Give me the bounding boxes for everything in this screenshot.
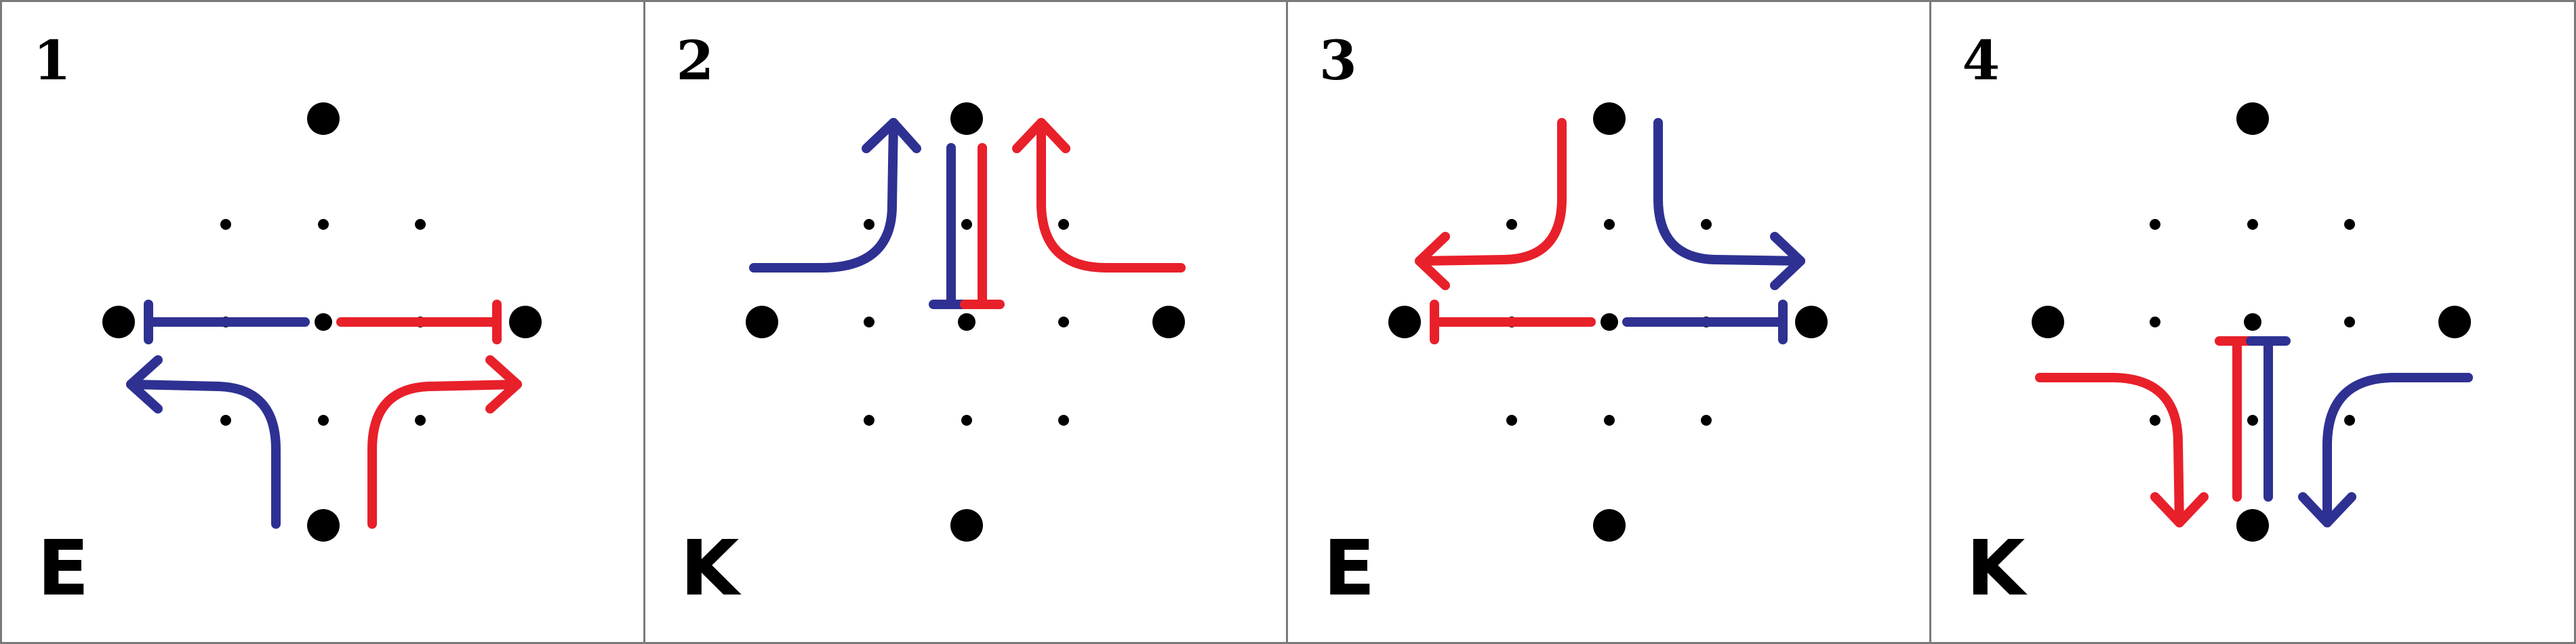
large-dot-right [2438, 306, 2471, 338]
red-bar [959, 143, 1005, 309]
blue-bar [2245, 336, 2291, 502]
panel-diagram [2031, 102, 2473, 542]
large-dot-top [2236, 102, 2269, 135]
large-dot-left [2031, 306, 2064, 338]
red-arrow-head [1011, 118, 1070, 153]
red-curved-arrow [1415, 118, 1567, 266]
red-arrow-head [2150, 492, 2209, 527]
dot-grid [2031, 102, 2471, 542]
large-dot-top [307, 102, 340, 135]
center-dot [957, 313, 975, 331]
panel-number: 4 [1962, 28, 2000, 92]
panel-diagram [102, 102, 542, 542]
center-dot [315, 313, 332, 331]
panel-letter: K [680, 525, 740, 613]
panel-number: 2 [676, 28, 715, 92]
panel-diagram [745, 102, 1186, 542]
center-dot [1601, 313, 1618, 331]
blue-curved-arrow [126, 380, 281, 529]
red-arrow-head [485, 355, 522, 414]
red-bar [336, 300, 502, 344]
large-dot-top [1593, 102, 1626, 135]
panel-letter: E [37, 525, 89, 613]
panel-diagram [1388, 102, 1828, 542]
dot-grid [1388, 102, 1828, 542]
large-dot-right [1795, 306, 1828, 338]
blue-curved-arrow [748, 118, 898, 273]
panel-2: 2 K [645, 2, 1288, 642]
panel-letter: K [1966, 525, 2026, 613]
red-curved-arrow [367, 380, 522, 529]
large-dot-right [1152, 306, 1185, 338]
blue-bar [1622, 300, 1788, 344]
red-curved-arrow [2034, 373, 2184, 527]
dot-grid [745, 102, 1185, 542]
panel-3: 3 E [1288, 2, 1931, 642]
large-dot-bottom [1593, 509, 1626, 542]
large-dot-right [509, 306, 542, 338]
red-curved-arrow [1036, 118, 1186, 273]
panel-4: 4 K [1931, 2, 2575, 642]
blue-arrow-head [1770, 232, 1805, 290]
large-dot-left [1388, 306, 1421, 338]
center-dot [2243, 313, 2261, 331]
large-dot-left [745, 306, 778, 338]
blue-arrow-head [861, 118, 921, 153]
panel-1: 1 E [2, 2, 645, 642]
red-arrow-head [1415, 232, 1450, 290]
blue-arrow-head [2297, 492, 2356, 527]
blue-curved-arrow [2322, 373, 2473, 527]
blue-bar [144, 300, 310, 344]
large-dot-bottom [307, 509, 340, 542]
large-dot-bottom [2236, 509, 2269, 542]
panel-number: 1 [33, 28, 71, 92]
large-dot-left [102, 306, 135, 338]
red-bar [1430, 300, 1596, 344]
dot-grid [102, 102, 542, 542]
blue-curved-arrow [1653, 118, 1805, 266]
blue-arrow-head [126, 355, 163, 414]
large-dot-top [950, 102, 983, 135]
panel-letter: E [1323, 525, 1375, 613]
panel-number: 3 [1319, 28, 1357, 92]
large-dot-bottom [950, 509, 983, 542]
